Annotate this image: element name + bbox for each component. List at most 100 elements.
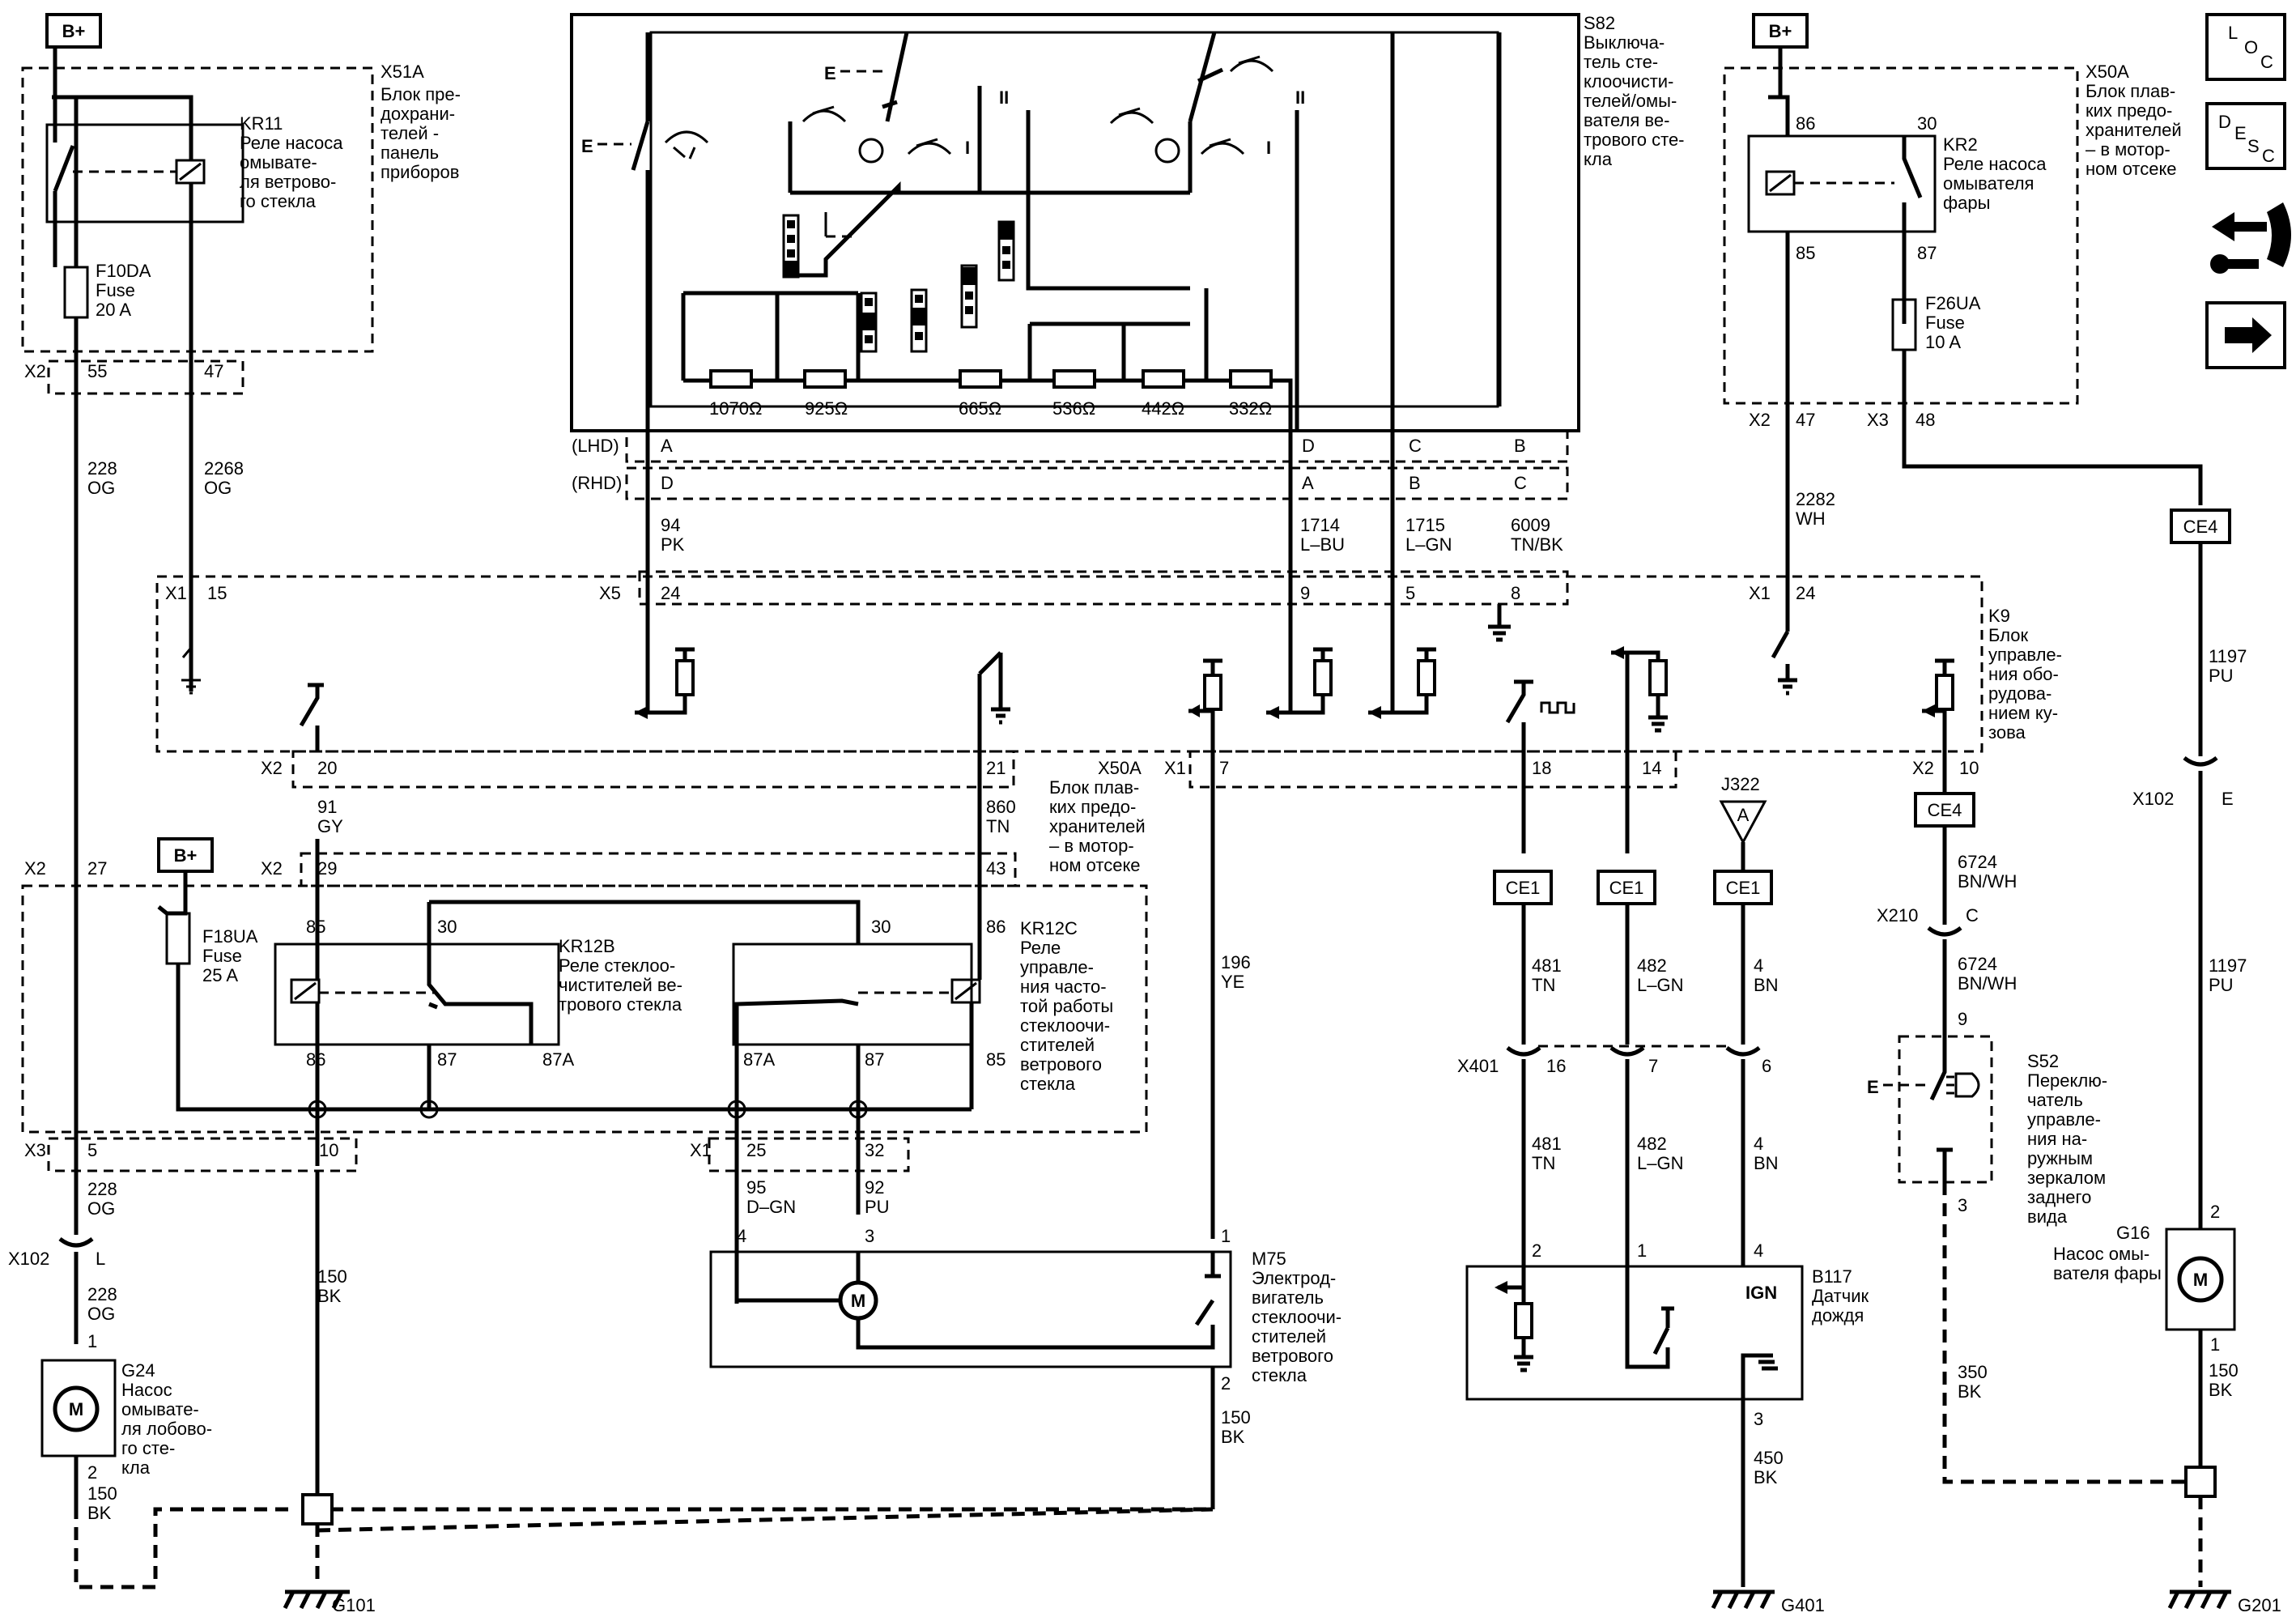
k9-desc-5: зова bbox=[1988, 722, 2026, 743]
description-icon[interactable]: D E S C bbox=[2205, 102, 2286, 170]
wrench-arrows-icon[interactable] bbox=[2210, 202, 2291, 274]
g16-label: G16 bbox=[2116, 1223, 2150, 1243]
resistor-label-4: 442Ω bbox=[1142, 398, 1184, 419]
b117-desc-1: дождя bbox=[1812, 1305, 1864, 1326]
interval-dial-icon-5 bbox=[960, 264, 978, 329]
bplus-right-label: B+ bbox=[1769, 21, 1792, 41]
x51a-desc-1: дохрани- bbox=[381, 104, 455, 124]
m75-desc-3: стителей bbox=[1252, 1326, 1326, 1347]
wire-1197a-color: PU bbox=[2209, 666, 2234, 686]
kr12c-desc-0: Реле bbox=[1020, 938, 1061, 958]
kr12c-label: KR12C bbox=[1020, 918, 1078, 938]
k9-x5-pin-24: 24 bbox=[661, 583, 680, 603]
b117-pin-2: 2 bbox=[1532, 1240, 1541, 1261]
wire-4b-num: 4 bbox=[1754, 1134, 1763, 1154]
g201-label: G201 bbox=[2238, 1595, 2281, 1615]
location-icon[interactable]: L O C bbox=[2205, 13, 2286, 81]
x102-right-label: X102 bbox=[2132, 789, 2174, 809]
s52-label: S52 bbox=[2027, 1051, 2059, 1071]
s82-pos-i-a: I bbox=[965, 138, 970, 158]
wire-860-num: 860 bbox=[986, 797, 1016, 817]
wire-228-mid-num: 228 bbox=[87, 1179, 117, 1199]
s82-washer-e: E bbox=[581, 136, 593, 156]
wire-1197b-num: 1197 bbox=[2209, 955, 2247, 976]
x50a-bottom-pin-25: 25 bbox=[746, 1140, 766, 1160]
ce1-label-0: CE1 bbox=[1506, 878, 1541, 898]
ce4-top-label: CE4 bbox=[2183, 517, 2218, 537]
k9-x5-pin-9: 9 bbox=[1300, 583, 1310, 603]
resistor-label-2: 665Ω bbox=[959, 398, 1001, 419]
x50a-bottom-bot-conn-a: X3 bbox=[24, 1140, 46, 1160]
kr2-label: KR2 bbox=[1943, 134, 1978, 155]
b117-desc-0: Датчик bbox=[1812, 1286, 1869, 1306]
interval-dial-icon bbox=[782, 214, 800, 279]
m75-desc-2: стеклоочи- bbox=[1252, 1307, 1341, 1327]
b117-pin-1: 1 bbox=[1637, 1240, 1647, 1261]
k9-x1b-pin: 24 bbox=[1796, 583, 1815, 603]
x50a-right-desc-1: ких предо- bbox=[2086, 100, 2172, 121]
kr12c-desc-1: управле- bbox=[1020, 957, 1094, 977]
k9-bot-x2a: X2 bbox=[261, 758, 283, 778]
ground-g401: G401 bbox=[1711, 1589, 1825, 1615]
g16-desc-0: Насос омы- bbox=[2053, 1244, 2149, 1264]
kr12c-desc-6: ветрового bbox=[1020, 1054, 1102, 1074]
kr11-desc-1: омывате- bbox=[240, 152, 317, 172]
kr12c-desc-5: стителей bbox=[1020, 1035, 1095, 1055]
x50a-bottom-pin-29: 29 bbox=[317, 858, 337, 879]
wire-4a-num: 4 bbox=[1754, 955, 1763, 976]
s82-desc-1: тель сте- bbox=[1584, 52, 1658, 72]
k9-desc-3: рудова- bbox=[1988, 683, 2052, 704]
k9-pin-10: 10 bbox=[1959, 758, 1979, 778]
x51a-desc-2: телей - bbox=[381, 123, 439, 143]
j322-letter: A bbox=[1737, 805, 1750, 825]
kr2-pin-85: 85 bbox=[1796, 243, 1815, 263]
kr12b-desc-1: чистителей ве- bbox=[559, 975, 682, 995]
s82-desc-5: трового сте- bbox=[1584, 130, 1685, 150]
f10da-label: F10DA bbox=[96, 261, 151, 281]
g16-pin-1: 1 bbox=[2210, 1334, 2220, 1355]
ce1-label-1: CE1 bbox=[1609, 878, 1644, 898]
wire-481b-color: TN bbox=[1532, 1153, 1555, 1173]
wire-1197a-num: 1197 bbox=[2209, 646, 2247, 666]
wire-2282-color: WH bbox=[1796, 509, 1826, 529]
wire-2268-num: 2268 bbox=[204, 458, 244, 479]
connector-ce4-mid: CE4 bbox=[1914, 792, 1975, 828]
f26ua-label: F26UA bbox=[1925, 293, 1981, 313]
wiper-slow-icon bbox=[907, 138, 952, 155]
k9-desc-1: управле- bbox=[1988, 645, 2062, 665]
kr11-desc-2: ля ветрово- bbox=[240, 172, 336, 192]
s82-desc-6: кла bbox=[1584, 149, 1613, 169]
wire-150b-num: 150 bbox=[317, 1266, 347, 1287]
x51a-name: X51A bbox=[381, 62, 424, 82]
bplus-right: B+ bbox=[1752, 13, 1809, 49]
splice-g201 bbox=[2184, 1466, 2217, 1498]
bplus-mid: B+ bbox=[157, 837, 214, 873]
kr12b-label: KR12B bbox=[559, 936, 615, 956]
f10da-rating: 20 A bbox=[96, 300, 131, 320]
wire-482a-num: 482 bbox=[1637, 955, 1667, 976]
wire-6724b-num: 6724 bbox=[1958, 954, 1997, 974]
x50a-right-conn-x2: X2 bbox=[1749, 410, 1771, 430]
k9-pin-21: 21 bbox=[986, 758, 1006, 778]
b117-ign: IGN bbox=[1745, 1283, 1777, 1303]
kr12b-pin-30: 30 bbox=[437, 917, 457, 937]
desc-letter-d: D bbox=[2218, 112, 2231, 132]
wire-1714-num: 1714 bbox=[1300, 515, 1340, 535]
resistor-332 bbox=[1229, 369, 1273, 389]
m75-pin-4: 4 bbox=[737, 1226, 746, 1246]
kr12c-pin-87: 87 bbox=[865, 1049, 884, 1070]
washer-spray-icon bbox=[664, 130, 709, 160]
k9-bot-x1: X1 bbox=[1164, 758, 1186, 778]
x50a-right-conn-x3: X3 bbox=[1867, 410, 1889, 430]
next-arrow-icon[interactable] bbox=[2205, 301, 2286, 369]
wire-92-color: PU bbox=[865, 1197, 890, 1217]
switch-s82: S82 Выключа- тель сте- клоочисти- телей/… bbox=[570, 13, 1685, 713]
kr11-desc-3: го стекла bbox=[240, 191, 317, 211]
g401-label: G401 bbox=[1781, 1595, 1825, 1615]
s52-pin-9: 9 bbox=[1958, 1009, 1967, 1029]
wire-150c-color: BK bbox=[1221, 1427, 1245, 1447]
wiper-pivot-icon bbox=[858, 138, 884, 164]
k9-pin-7: 7 bbox=[1219, 758, 1229, 778]
relay-kr12b-box bbox=[274, 943, 560, 1046]
rhd-pin-c: C bbox=[1514, 473, 1527, 493]
